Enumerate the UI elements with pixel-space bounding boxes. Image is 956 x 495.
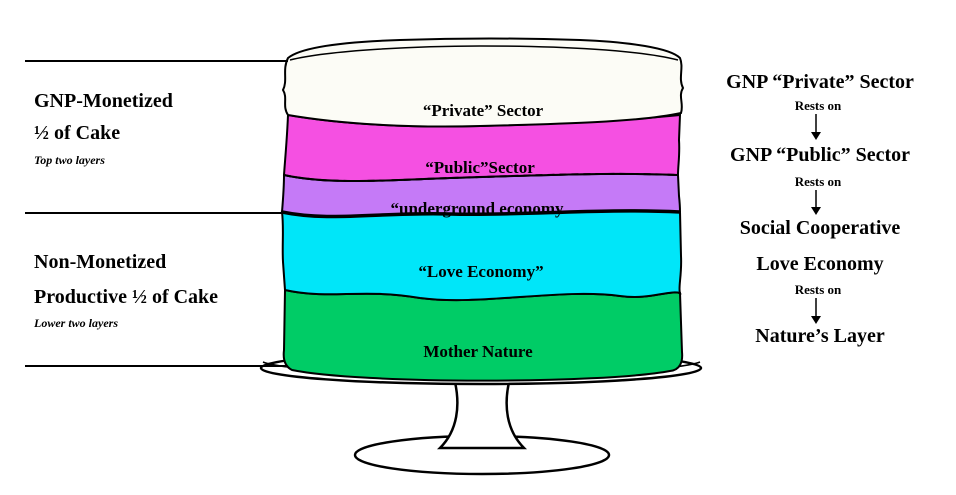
rests-on-3: Rests on bbox=[794, 282, 842, 297]
layer-label-private: “Private” Sector bbox=[422, 101, 544, 120]
layer-love-economy bbox=[280, 209, 683, 302]
layer-label-public: “Public”Sector bbox=[425, 158, 535, 177]
non-monetized-title-line2: Productive ½ of Cake bbox=[34, 286, 219, 308]
underground-dashed-line bbox=[283, 172, 679, 183]
monetized-title-line2: ½ of Cake bbox=[34, 122, 121, 144]
arrow-2 bbox=[811, 190, 821, 215]
chain-step-public: GNP “Public” Sector bbox=[730, 144, 910, 166]
layer-label-underground: “underground economy bbox=[390, 199, 564, 218]
arrow-3 bbox=[811, 298, 821, 324]
monetized-note: Top two layers bbox=[34, 153, 105, 167]
layer-label-nature: Mother Nature bbox=[423, 342, 533, 361]
layer-label-love: “Love Economy” bbox=[418, 262, 544, 281]
chain-step-love-line1: Social Cooperative bbox=[739, 217, 901, 239]
non-monetized-title-line1: Non-Monetized bbox=[34, 251, 167, 273]
arrow-1 bbox=[811, 114, 821, 140]
non-monetized-note: Lower two layers bbox=[34, 316, 118, 330]
stand-stem bbox=[436, 380, 528, 450]
frosting-top-edge bbox=[289, 45, 679, 61]
layer-nature bbox=[282, 288, 684, 382]
layer-private-sector bbox=[281, 37, 685, 128]
rests-on-2: Rests on bbox=[794, 174, 842, 189]
chain-step-private: GNP “Private” Sector bbox=[726, 71, 914, 93]
chain-step-nature: Nature’s Layer bbox=[755, 325, 885, 347]
monetized-title-line1: GNP-Monetized bbox=[34, 90, 173, 112]
monetized-divider-line bbox=[281, 209, 681, 219]
rests-on-1: Rests on bbox=[794, 98, 842, 113]
chain-step-love-line2: Love Economy bbox=[756, 253, 884, 275]
